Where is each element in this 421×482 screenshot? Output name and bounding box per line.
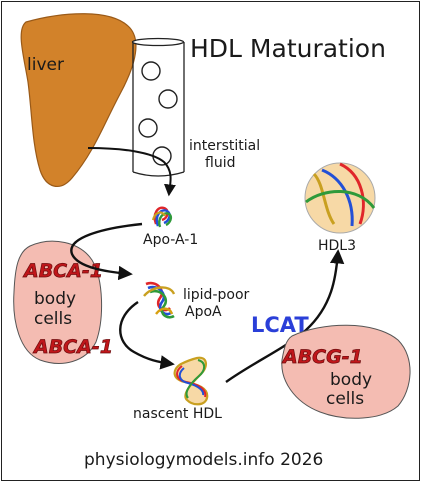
flow-arrow-to-lipid-poor (70, 222, 143, 281)
flow-arrow-to-nascent (119, 301, 175, 370)
fluid-bubble (141, 61, 161, 81)
abca1-enzyme-bottom: ABCA-1 (32, 336, 113, 358)
interstitial-label-line1: interstitial (189, 138, 260, 154)
right-cells-line1: body (330, 370, 372, 390)
abcg1-enzyme: ABCG-1 (281, 346, 363, 368)
flow-arrow-to-hdl3 (225, 249, 345, 383)
diagram-title: HDL Maturation (190, 34, 386, 63)
hdl3-particle (304, 162, 376, 234)
interstitial-column (131, 37, 185, 177)
lipid-poor-apoa-molecule (143, 281, 176, 319)
lipid-poor-label-line2: ApoA (185, 304, 222, 320)
left-body-cells (13, 240, 103, 364)
interstitial-label-line2: fluid (205, 155, 235, 171)
left-cells-line1: body (34, 289, 76, 309)
left-cells-line2: cells (34, 309, 72, 329)
liver-label: liver (27, 55, 64, 75)
lipid-poor-label-line1: lipid-poor (183, 287, 250, 303)
fluid-bubble (138, 118, 158, 138)
right-cells-line2: cells (326, 389, 364, 409)
apoa1-label: Apo-A-1 (143, 232, 198, 248)
fluid-bubble (158, 89, 178, 109)
apoa1-molecule (151, 206, 173, 228)
liver-shape (20, 13, 137, 187)
abca1-enzyme-top: ABCA-1 (22, 260, 103, 282)
nascent-hdl-label: nascent HDL (133, 406, 222, 422)
nascent-hdl-molecule (173, 356, 209, 406)
right-body-cells (281, 324, 411, 419)
hdl3-label: HDL3 (318, 238, 356, 254)
footer-credit: physiologymodels.info 2026 (84, 450, 323, 470)
flow-arrow-liver (87, 147, 176, 197)
